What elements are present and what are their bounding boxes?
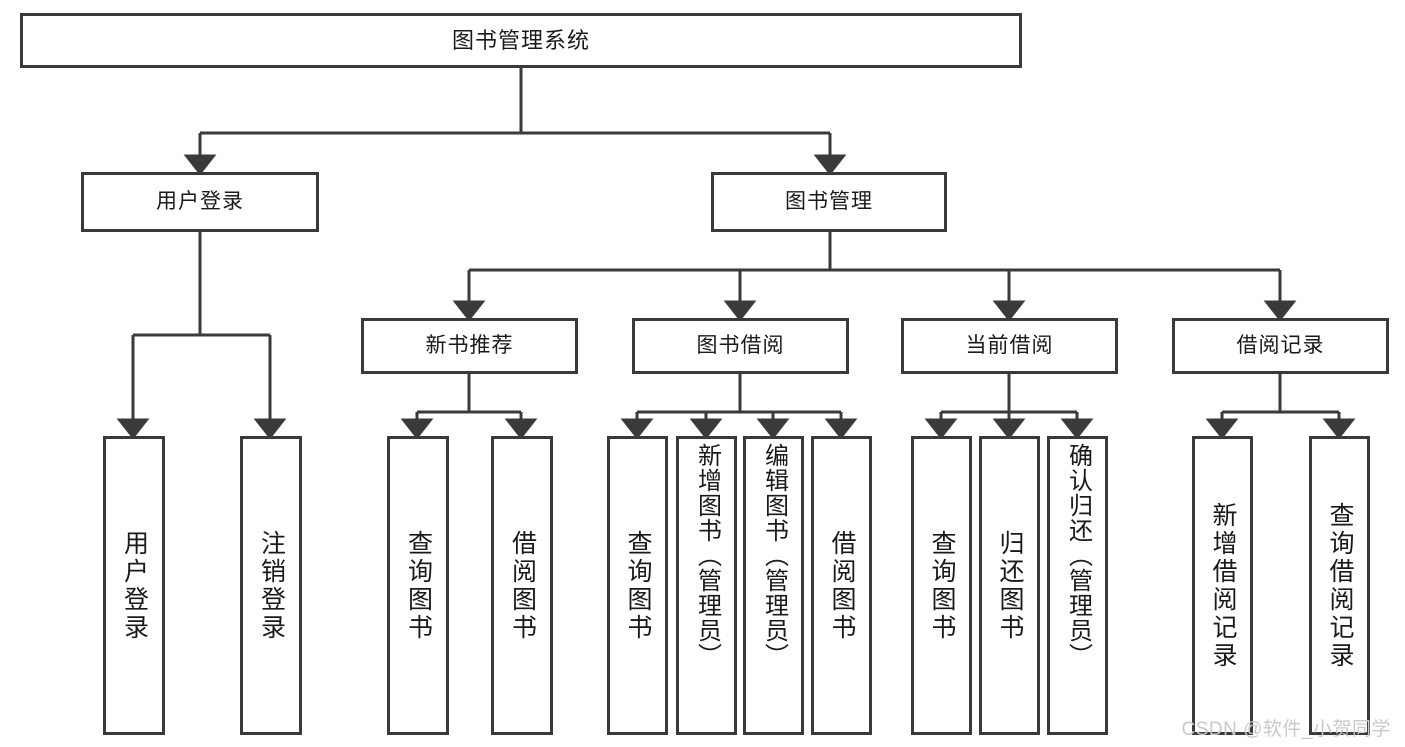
leaf-current-borrow-return[interactable]: 归还图书 bbox=[979, 436, 1040, 735]
node-current-borrow[interactable]: 当前借阅 bbox=[901, 318, 1118, 374]
node-label: 借阅图书 bbox=[828, 529, 856, 642]
leaf-new-book-query[interactable]: 查询图书 bbox=[387, 436, 449, 735]
node-label: 注销登录 bbox=[257, 529, 286, 642]
node-label: 借阅图书 bbox=[508, 529, 537, 642]
leaf-book-borrow-query[interactable]: 查询图书 bbox=[607, 436, 668, 735]
node-label: 用户登录 bbox=[156, 189, 244, 213]
node-borrow-record[interactable]: 借阅记录 bbox=[1172, 318, 1389, 374]
node-user-login[interactable]: 用户登录 bbox=[81, 172, 319, 232]
node-label: 用户登录 bbox=[120, 529, 149, 642]
node-label: 新增图书（管理员） bbox=[693, 443, 721, 668]
node-label: 新书推荐 bbox=[425, 333, 514, 357]
node-label: 图书借阅 bbox=[696, 333, 785, 357]
leaf-book-borrow-borrow[interactable]: 借阅图书 bbox=[811, 436, 872, 735]
leaf-borrow-record-query[interactable]: 查询借阅记录 bbox=[1309, 436, 1370, 735]
node-label: 当前借阅 bbox=[965, 333, 1054, 357]
node-label: 查询图书 bbox=[404, 529, 433, 642]
leaf-book-borrow-add[interactable]: 新增图书（管理员） bbox=[676, 436, 737, 735]
node-new-book-recommend[interactable]: 新书推荐 bbox=[361, 318, 578, 374]
node-label: 图书管理 bbox=[785, 189, 873, 213]
node-root-system[interactable]: 图书管理系统 bbox=[20, 13, 1022, 68]
node-label: 借阅记录 bbox=[1236, 333, 1325, 357]
node-label: 新增借阅记录 bbox=[1209, 501, 1237, 670]
watermark: CSDN @软件_小贺同学 bbox=[1181, 719, 1391, 740]
node-label: 查询图书 bbox=[624, 529, 652, 642]
leaf-borrow-record-add[interactable]: 新增借阅记录 bbox=[1192, 436, 1253, 735]
leaf-current-borrow-query[interactable]: 查询图书 bbox=[911, 436, 972, 735]
leaf-new-book-borrow[interactable]: 借阅图书 bbox=[491, 436, 553, 735]
leaf-user-login-signin[interactable]: 用户登录 bbox=[103, 436, 165, 735]
node-label: 确认归还（管理员） bbox=[1064, 443, 1092, 668]
node-label: 编辑图书（管理员） bbox=[760, 443, 788, 668]
node-label: 查询借阅记录 bbox=[1326, 501, 1354, 670]
leaf-book-borrow-edit[interactable]: 编辑图书（管理员） bbox=[743, 436, 804, 735]
node-label: 图书管理系统 bbox=[451, 27, 590, 53]
node-book-borrow[interactable]: 图书借阅 bbox=[632, 318, 849, 374]
node-label: 归还图书 bbox=[996, 529, 1024, 642]
node-book-management[interactable]: 图书管理 bbox=[711, 172, 947, 232]
leaf-user-login-signout[interactable]: 注销登录 bbox=[240, 436, 302, 735]
node-label: 查询图书 bbox=[928, 529, 956, 642]
leaf-current-borrow-confirm[interactable]: 确认归还（管理员） bbox=[1047, 436, 1108, 735]
